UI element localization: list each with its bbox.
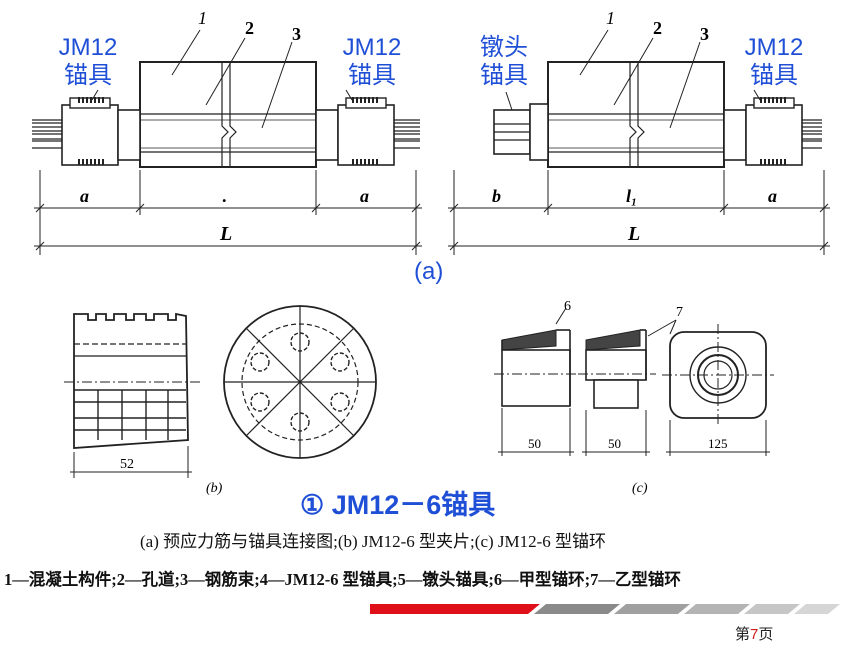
page-suffix: 页 [758, 626, 774, 643]
page-number-value: 7 [750, 626, 759, 643]
figure-c-dim-2: 50 [608, 436, 621, 451]
figure-b-drawing: 52 (b) [64, 305, 377, 496]
dim-total-label: L [219, 223, 232, 245]
figure-c-dim-3: 125 [708, 436, 728, 451]
figure-caption: (a) 预应力筋与锚具连接图;(b) JM12-6 型夹片;(c) JM12-6… [140, 532, 607, 551]
dim-total-label-right: L [627, 223, 640, 245]
footer-decorative-bar [370, 604, 840, 614]
figure-c-drawing: 6 7 50 50 125 (c) [494, 299, 774, 496]
part-number-7: 7 [676, 305, 683, 320]
left-anchor-label-left: JM12 锚具 [58, 34, 118, 89]
title-text: JM12－6锚具 [331, 490, 496, 520]
page-number: 第7页 [735, 623, 773, 644]
right-anchor-label-left: 镦头 锚具 [480, 34, 528, 89]
part-number-1: 1 [198, 8, 207, 28]
figure-a-label: (a) [414, 258, 444, 285]
page-prefix: 第 [735, 626, 751, 643]
dim-mid-label-right: l₁ [626, 186, 637, 206]
figure-c-label: (c) [632, 481, 648, 496]
dim-mid-label: . [222, 186, 227, 206]
figure-b-label: (b) [206, 481, 223, 496]
part-number-3: 3 [292, 24, 301, 44]
part-number-6: 6 [564, 299, 571, 314]
figure-a-right-drawing: 1 2 3 b l₁ a L [448, 8, 830, 255]
figure-a-left-drawing: 1 2 3 a . a L [32, 8, 422, 255]
dim-right-label: a [360, 186, 369, 206]
figure-legend: 1—混凝土构件;2—孔道;3—钢筋束;4—JM12-6 型锚具;5—镦头锚具;6… [4, 570, 681, 589]
dim-left-label-right: b [492, 186, 501, 206]
dim-right-label-right: a [768, 186, 777, 206]
slide-title: ① JM12－6锚具 [300, 483, 495, 522]
title-circled-number: ① [300, 490, 325, 520]
left-anchor-label-right: JM12 锚具 [342, 34, 402, 89]
part-number-1-right: 1 [606, 8, 615, 28]
part-number-3-right: 3 [700, 24, 709, 44]
right-anchor-label-right: JM12 锚具 [744, 34, 804, 89]
part-number-2: 2 [245, 18, 254, 38]
dim-left-label: a [80, 186, 89, 206]
part-number-2-right: 2 [653, 18, 662, 38]
figure-b-dimension: 52 [120, 457, 134, 472]
figure-c-dim-1: 50 [528, 436, 541, 451]
